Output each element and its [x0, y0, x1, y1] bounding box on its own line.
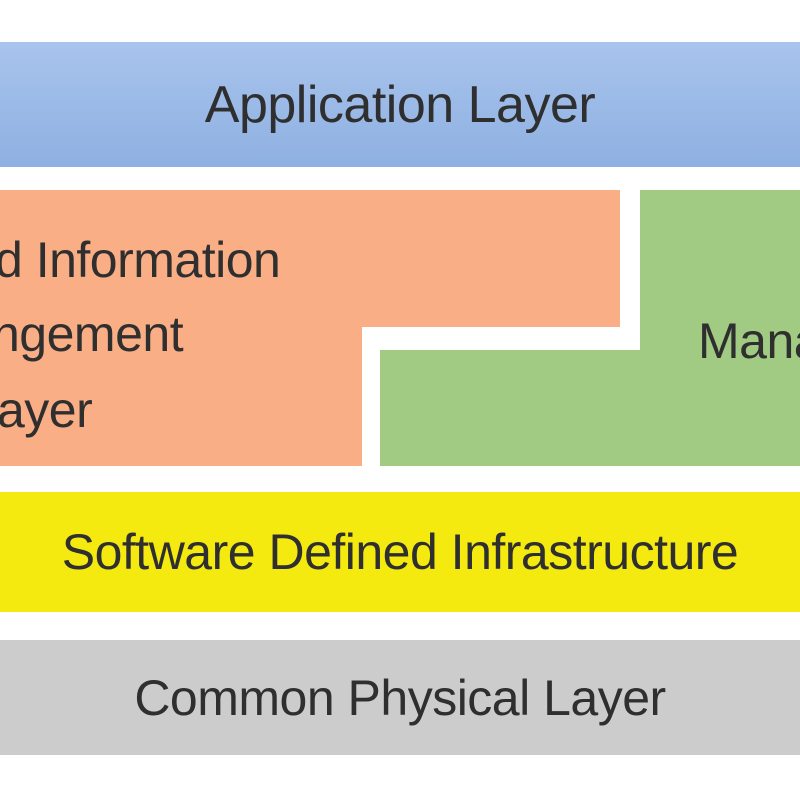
application-layer: Application Layer	[0, 42, 800, 167]
information-management-line-3: ayer	[0, 382, 93, 438]
information-management-line-2: ngement	[0, 306, 184, 362]
common-physical-layer-label: Common Physical Layer	[134, 669, 666, 726]
information-management-layer-shape	[0, 190, 620, 466]
management-layer-label: Mana	[698, 313, 800, 369]
common-physical-layer: Common Physical Layer	[0, 640, 800, 755]
information-management-line-1: d Information	[0, 232, 281, 288]
software-defined-infrastructure-layer: Software Defined Infrastructure	[0, 492, 800, 612]
application-layer-label: Application Layer	[204, 75, 596, 134]
information-management-layer: d Information ngement ayer	[0, 223, 360, 453]
management-layer-shape	[380, 190, 800, 466]
software-defined-infrastructure-label: Software Defined Infrastructure	[61, 524, 739, 580]
